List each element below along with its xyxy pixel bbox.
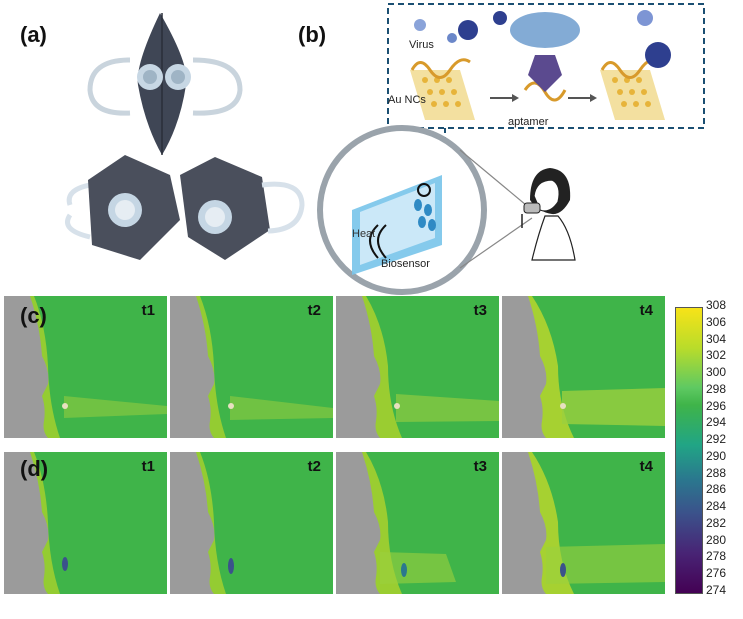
time-label-d-t3: t3 [473, 458, 487, 475]
sim-panel-c-t2: t2 [170, 296, 333, 438]
sim-panel-c-t3: t3 [336, 296, 499, 438]
panel-label-c: (c) [20, 303, 47, 328]
mask-right [180, 157, 305, 260]
colorbar-tick-label: 302 [706, 348, 727, 363]
colorbar-tick-label: 280 [706, 532, 727, 547]
colorbar-tick-label: 284 [706, 499, 727, 514]
colorbar-tick-label: 308 [706, 298, 727, 312]
colorbar-tick-label: 286 [706, 482, 727, 497]
heat-label: Heat [352, 228, 376, 240]
biosensor-label: Biosensor [381, 258, 430, 270]
time-label-d-t2: t2 [307, 458, 321, 475]
colorbar-tick-label: 278 [706, 549, 727, 564]
panel-label-d: (d) [20, 456, 49, 481]
colorbar-tick-label: 294 [706, 415, 727, 430]
time-label-c-t4: t4 [639, 302, 653, 319]
au-ncs-label: Au NCs [388, 94, 426, 106]
panel-label-a: (a) [20, 22, 47, 47]
colorbar-tick-label: 288 [706, 465, 727, 480]
time-label-c-t3: t3 [473, 302, 487, 319]
sim-panel-d-t2: t2 [170, 452, 333, 594]
colorbar-tick-label: 276 [706, 566, 727, 581]
aptamer-label: aptamer [508, 116, 549, 128]
virus-icons [414, 10, 671, 68]
person-illustration [521, 168, 576, 261]
biosensor-schematic [317, 3, 705, 295]
colorbar-tick-label: 274 [706, 583, 727, 597]
folded-mask [87, 13, 243, 155]
sim-panel-c-t1: t1 [4, 296, 167, 438]
colorbar-tick-label: 282 [706, 515, 727, 530]
colorbar-tick-label: 296 [706, 398, 727, 413]
colorbar-tick-label: 306 [706, 314, 727, 329]
time-label-c-t2: t2 [307, 302, 321, 319]
sim-panel-c-t4: t4 [502, 296, 665, 438]
time-label-d-t4: t4 [639, 458, 653, 475]
colorbar-tick-label: 292 [706, 432, 727, 447]
colorbar-tick-label: 298 [706, 381, 727, 396]
colorbar-tick-label: 300 [706, 365, 727, 380]
colorbar-tick-label: 290 [706, 448, 727, 463]
time-label-d-t1: t1 [141, 458, 155, 475]
mask-left [65, 155, 180, 260]
sim-panel-d-t4: t4 [502, 452, 665, 594]
sim-panel-d-t3: t3 [336, 452, 499, 594]
colorbar [675, 307, 703, 594]
time-label-c-t1: t1 [141, 302, 155, 319]
sim-panel-d-t1: t1 [4, 452, 167, 594]
colorbar-tick-label: 304 [706, 331, 727, 346]
panel-label-b: (b) [298, 22, 327, 47]
virus-label: Virus [409, 39, 434, 51]
mask-photos [65, 13, 305, 260]
